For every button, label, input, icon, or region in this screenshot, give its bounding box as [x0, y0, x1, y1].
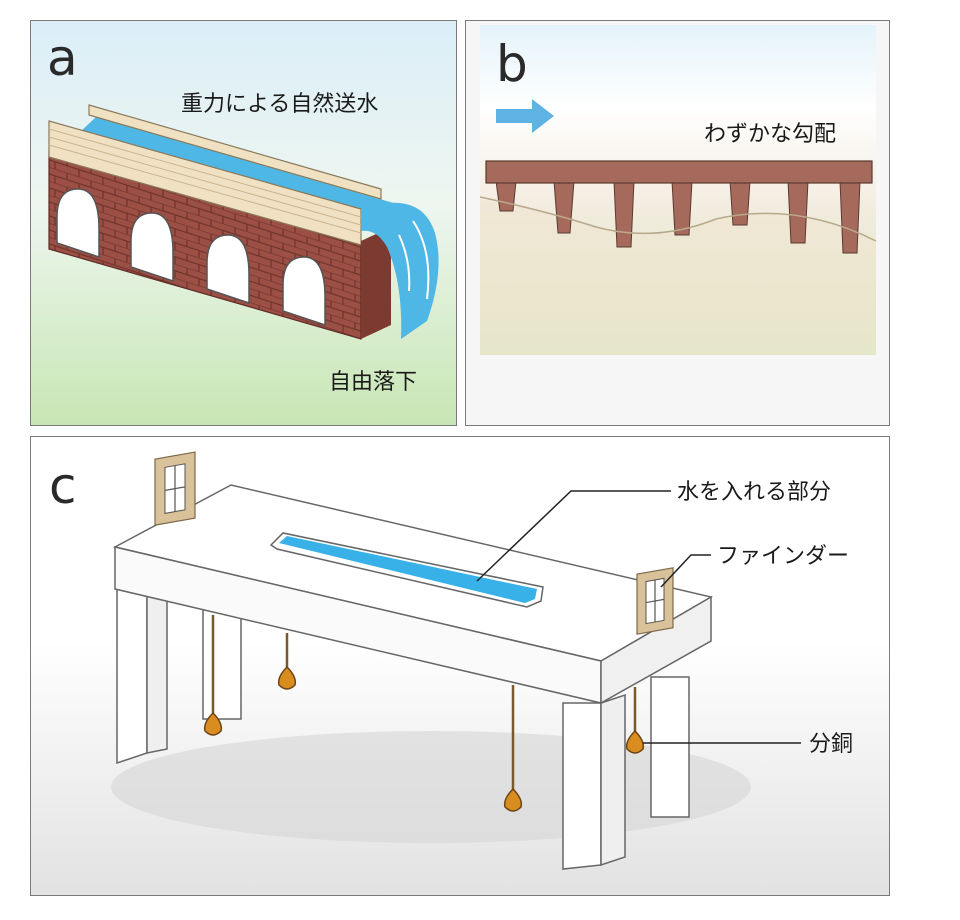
- back-wood-rail: [88, 104, 382, 200]
- water-channel: [79, 117, 421, 229]
- free-fall-label: 自由落下: [329, 370, 417, 395]
- rail-grain: [48, 128, 362, 234]
- leg-front-right-side: [600, 693, 626, 867]
- leader-lines: [476, 490, 801, 744]
- panel-c: c 水を入れる部分 ファインダー 分銅: [30, 436, 890, 896]
- arch-2: [130, 212, 174, 283]
- finder-right: [636, 567, 674, 635]
- gradient-illustration: b わずかな勾配: [479, 25, 877, 355]
- tabletop-side: [600, 595, 712, 705]
- leveling-table-illustration: c 水を入れる部分 ファインダー 分銅: [49, 451, 853, 870]
- leg-back-left: [202, 606, 242, 720]
- slight-gradient-label: わずかな勾配: [704, 122, 836, 147]
- gravity-flow-label: 重力による自然送水: [181, 92, 378, 117]
- finder-left: [154, 451, 196, 526]
- panel-letter-c: c: [49, 457, 77, 515]
- panel-b: b わずかな勾配: [465, 20, 890, 426]
- water-trough: [279, 536, 537, 603]
- panel-a: a 重力による自然送水 自由落下: [30, 20, 457, 426]
- leg-back-right: [650, 676, 690, 818]
- plumb-weights: [203, 665, 645, 812]
- ground-line: [479, 196, 877, 242]
- plumb-lines: [211, 615, 637, 791]
- trestle-piers: [495, 180, 861, 254]
- ground: [480, 199, 876, 355]
- leg-front-right: [562, 702, 602, 870]
- leg-front-left: [116, 588, 148, 765]
- water-section-label: 水を入れる部分: [677, 480, 831, 505]
- panel-letter-b: b: [496, 35, 528, 93]
- arch-3: [206, 234, 250, 305]
- wall-end: [361, 227, 391, 339]
- finder-label: ファインダー: [717, 544, 849, 569]
- arch-4: [282, 256, 326, 327]
- flow-arrow-icon: [496, 99, 554, 133]
- leg-front-left-side: [146, 581, 168, 754]
- waterfall-highlight: [398, 220, 430, 300]
- waterfall: [361, 202, 439, 339]
- arch-1: [56, 188, 100, 259]
- trestle-deck: [485, 160, 873, 184]
- panel-letter-a: a: [47, 29, 78, 87]
- weight-label: 分銅: [809, 732, 853, 757]
- aqueduct-illustration: a 重力による自然送水 自由落下: [47, 29, 439, 395]
